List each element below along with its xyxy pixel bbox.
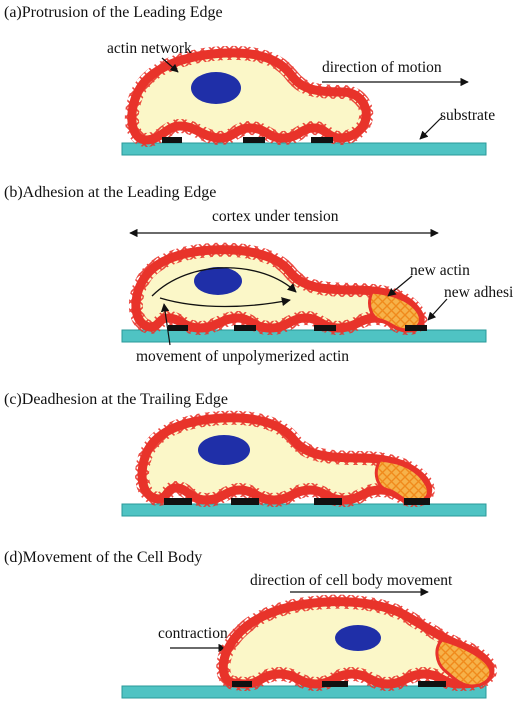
actin-network-pointer — [161, 57, 179, 73]
nucleus-a — [191, 72, 241, 104]
new-actin-pointer — [387, 275, 413, 297]
adhesion-c-1 — [164, 498, 192, 505]
nucleus-c — [198, 435, 250, 465]
cell-body-movement-label: direction of cell body movement — [250, 572, 453, 589]
adhesion-b-new — [405, 325, 427, 331]
cell-c — [135, 410, 435, 507]
cell-d — [216, 594, 497, 691]
adhesion-a-2 — [243, 137, 265, 143]
cell-b — [128, 242, 428, 335]
new-actin-label: new actin — [410, 262, 470, 279]
panel-c: (c)Deadhesion at the Trailing Edge — [4, 391, 487, 517]
nucleus-d — [335, 625, 381, 651]
movement-label: movement of unpolymerized actin — [136, 348, 349, 365]
actin-flow-lower-arc — [159, 297, 291, 308]
actin-flow-upper-arc — [151, 267, 297, 297]
nucleus-b — [194, 267, 242, 295]
direction-of-motion-label: direction of motion — [322, 59, 442, 76]
adhesion-b-1 — [168, 325, 188, 331]
panel-a: (a)Protrusion of the Leading Edge actin … — [4, 4, 495, 156]
panel-d-title: (d)Movement of the Cell Body — [4, 549, 202, 566]
panel-d: (d)Movement of the Cell Body direction o… — [4, 549, 497, 699]
panel-a-title: (a)Protrusion of the Leading Edge — [4, 4, 223, 21]
panel-b-title: (b)Adhesion at the Leading Edge — [4, 184, 216, 201]
new-adhesion-pointer — [427, 298, 448, 321]
adhesion-b-3 — [314, 325, 336, 331]
new-adhesion-label: new adhesi — [444, 284, 514, 301]
adhesion-a-3 — [311, 137, 333, 143]
actin-network-label: actin network — [107, 40, 192, 57]
leading-edge-region-d — [435, 638, 493, 688]
adhesion-d-3 — [418, 681, 446, 687]
panel-b: (b)Adhesion at the Leading Edge cortex u… — [4, 184, 514, 365]
adhesion-c-3 — [314, 498, 342, 505]
adhesion-c-2 — [231, 498, 259, 505]
adhesion-b-2 — [234, 325, 256, 331]
substrate-bar-c — [121, 503, 487, 517]
panel-c-title: (c)Deadhesion at the Trailing Edge — [4, 391, 228, 408]
movement-pointer — [160, 303, 171, 346]
substrate-label: substrate — [440, 107, 495, 124]
contraction-label: contraction — [158, 625, 228, 642]
substrate-pointer — [419, 116, 443, 140]
substrate-bar-a — [121, 142, 487, 156]
cell-a — [124, 45, 374, 147]
adhesion-c-4 — [404, 498, 430, 505]
substrate-bar-b — [121, 329, 487, 343]
cortex-label: cortex under tension — [212, 208, 339, 225]
adhesion-d-2 — [322, 681, 348, 687]
adhesion-d-1 — [232, 681, 252, 687]
adhesion-a-1 — [162, 137, 182, 143]
